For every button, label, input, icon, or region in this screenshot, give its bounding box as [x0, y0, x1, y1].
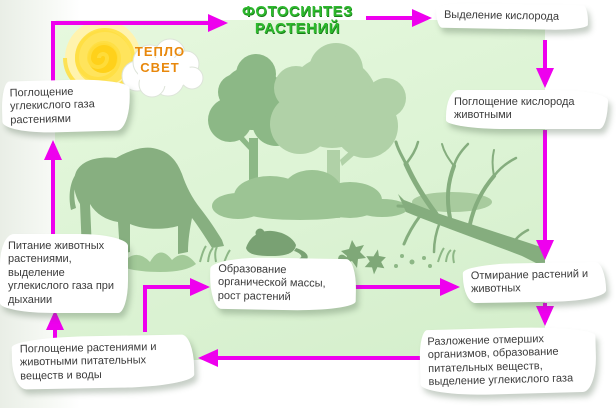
label-dying-off: Отмирание растений и животных — [462, 261, 607, 304]
deciduous-tree-dark-icon — [208, 54, 300, 216]
heat-label: ТЕПЛО — [134, 44, 186, 59]
label-nutrient-absorption: Поглощение растениями и животными питате… — [11, 334, 195, 390]
label-co2-absorption: Поглощение углекислого газа растениями — [1, 78, 131, 134]
bushes-icon — [212, 170, 492, 220]
dead-tree-silhouette-icon — [394, 140, 545, 268]
label-oxygen-release: Выделение кислорода — [435, 2, 589, 31]
bison-silhouette-icon — [69, 147, 224, 254]
grass-icon — [120, 245, 456, 272]
title-line1: ФОТОСИНТЕЗ — [242, 3, 353, 20]
heat-light-label: ТЕПЛО СВЕТ — [118, 44, 202, 77]
label-decomposition: Разложение отмерших организмов, образова… — [419, 325, 597, 396]
label-animal-feeding: Питание животных растениями, выделение у… — [0, 234, 128, 314]
label-organic-mass: Образование органической массы, рост рас… — [209, 256, 357, 312]
title-line2: РАСТЕНИЙ — [254, 19, 341, 37]
light-label: СВЕТ — [140, 60, 180, 76]
diagram-title: ФОТОСИНТЕЗ РАСТЕНИЙ — [225, 3, 370, 37]
label-oxygen-absorption: Поглощение кислорода животными — [446, 90, 608, 129]
